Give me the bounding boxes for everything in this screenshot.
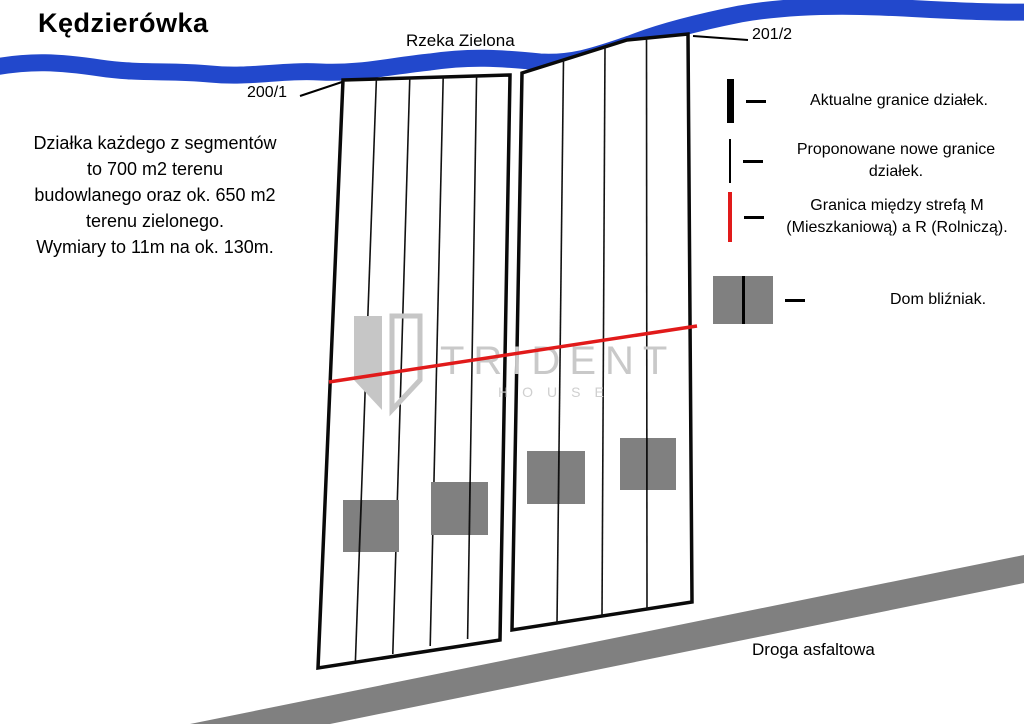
parcel-right-pointer-line xyxy=(692,35,749,41)
division-line xyxy=(556,59,565,624)
watermark-sub-text: HOUSE xyxy=(498,384,618,400)
plot-description: Działka każdego z segmentów to 700 m2 te… xyxy=(33,133,277,257)
legend-item-zone-boundary: Granica między strefą M (Mieszkaniową) a… xyxy=(728,188,1022,246)
twin-house xyxy=(343,500,399,552)
river-label: Rzeka Zielona xyxy=(406,31,515,50)
twin-house-swatch xyxy=(713,276,773,324)
parcel-left-pointer-line xyxy=(299,81,343,97)
zone-boundary-line xyxy=(328,324,698,384)
river xyxy=(0,0,1024,84)
road-label: Droga asfaltowa xyxy=(752,640,875,659)
legend-item-twin-house: Dom bliźniak. xyxy=(713,274,1024,326)
twin-house xyxy=(620,438,676,490)
parcel-left-label: 200/1 xyxy=(247,84,288,101)
division-line xyxy=(429,76,444,647)
road xyxy=(190,555,1024,724)
legend-dash xyxy=(746,99,766,103)
legend-dash xyxy=(785,298,805,302)
legend-label: Proponowane nowe granice działek. xyxy=(796,141,996,180)
legend-dash xyxy=(743,159,763,163)
watermark-shield-icon xyxy=(354,313,423,417)
parcel-right-label: 201/2 xyxy=(752,26,793,43)
division-line xyxy=(601,46,606,617)
proposed-boundary-swatch xyxy=(729,139,731,183)
twin-house xyxy=(527,451,585,504)
twin-house-split-line xyxy=(742,276,745,324)
twin-house xyxy=(431,482,488,535)
legend-label: Aktualne granice działek. xyxy=(810,92,988,109)
legend-label: Dom bliźniak. xyxy=(889,291,987,308)
parcel-201-2-division-lines xyxy=(556,38,648,624)
legend-item-proposed-boundaries: Proponowane nowe granice działek. xyxy=(729,133,1021,189)
legend-item-current-boundaries: Aktualne granice działek. xyxy=(727,78,1024,124)
current-boundary-swatch xyxy=(727,79,734,123)
page-title: Kędzierówka xyxy=(38,8,209,38)
twin-houses xyxy=(343,438,676,552)
zone-boundary-swatch xyxy=(728,192,732,242)
division-line xyxy=(466,75,478,640)
legend-dash xyxy=(744,215,764,219)
legend-label: Granica między strefą M (Mieszkaniową) a… xyxy=(786,197,1008,236)
division-line xyxy=(392,77,411,655)
twin-house-split-lines xyxy=(358,438,648,553)
division-line xyxy=(645,38,648,610)
